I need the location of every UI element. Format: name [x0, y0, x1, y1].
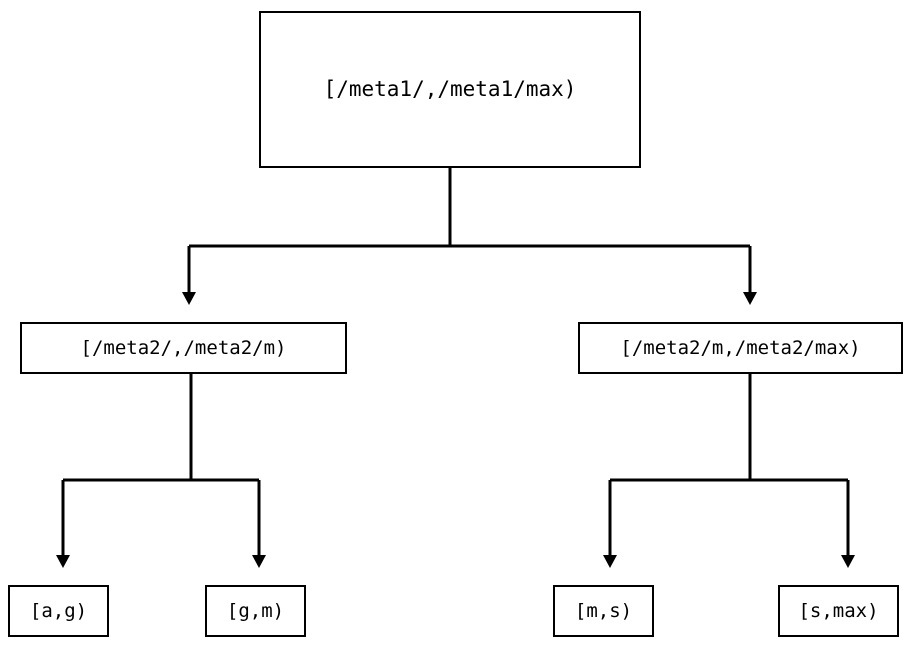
node-leaf-2[interactable]: [m,s) — [553, 585, 654, 637]
node-leaf-0-label: [a,g) — [29, 599, 88, 622]
arrow-head-icon-leaf-2 — [603, 555, 617, 568]
node-leaf-1[interactable]: [g,m) — [205, 585, 306, 637]
node-level2-left-label: [/meta2/,/meta2/m) — [80, 336, 287, 359]
node-leaf-2-label: [m,s) — [574, 599, 633, 622]
node-leaf-1-label: [g,m) — [226, 599, 285, 622]
node-leaf-3[interactable]: [s,max) — [778, 585, 899, 637]
arrow-head-icon-leaf-0 — [56, 555, 70, 568]
arrow-head-icon-leaf-1 — [252, 555, 266, 568]
node-leaf-3-label: [s,max) — [798, 599, 879, 622]
node-root[interactable]: [/meta1/,/meta1/max) — [259, 11, 641, 168]
node-root-label: [/meta1/,/meta1/max) — [323, 77, 577, 101]
node-leaf-0[interactable]: [a,g) — [8, 585, 109, 637]
arrow-head-icon-mid-right — [743, 292, 757, 305]
node-level2-left[interactable]: [/meta2/,/meta2/m) — [20, 322, 347, 374]
node-level2-right[interactable]: [/meta2/m,/meta2/max) — [578, 322, 903, 374]
node-level2-right-label: [/meta2/m,/meta2/max) — [620, 336, 861, 359]
arrow-head-icon-mid-left — [182, 292, 196, 305]
arrow-head-icon-leaf-3 — [841, 555, 855, 568]
